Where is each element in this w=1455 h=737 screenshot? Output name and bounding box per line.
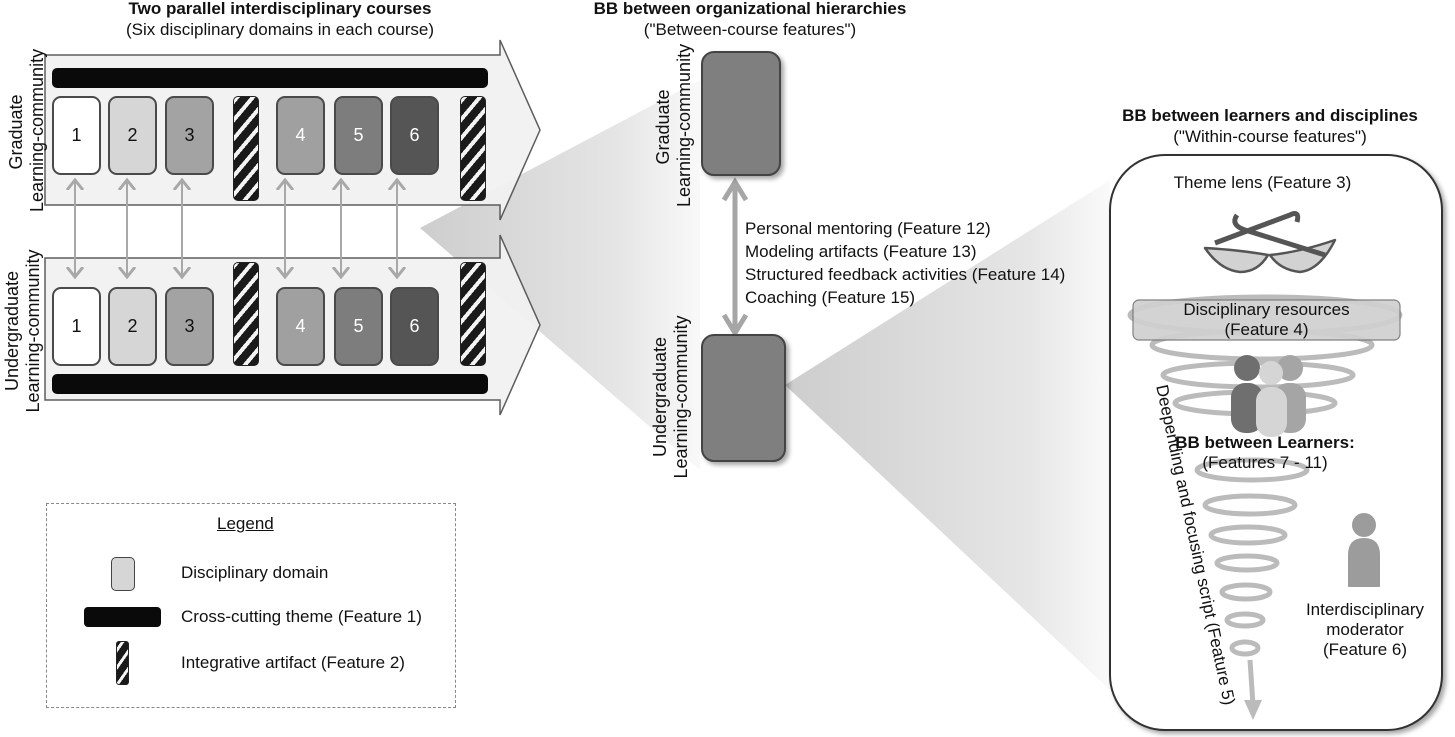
domain-box: 1: [52, 96, 101, 175]
domain-box: 3: [165, 287, 214, 366]
middle-panel-subtitle: ("Between-course features"): [643, 20, 857, 39]
undergraduate-community-box: [701, 334, 786, 462]
domain-box: 1: [52, 287, 101, 366]
left-panel-title: Two parallel interdisciplinary courses: [128, 0, 432, 18]
legend-label: Integrative artifact (Feature 2): [181, 653, 405, 672]
domain-box: 2: [108, 287, 157, 366]
domain-box: 2: [108, 96, 157, 175]
left-panel-subtitle: (Six disciplinary domains in each course…: [125, 20, 435, 39]
domain-box: 5: [334, 96, 383, 175]
right-panel-title: BB between learners and disciplines: [1122, 106, 1418, 125]
right-panel-subtitle: ("Within-course features"): [1173, 127, 1367, 146]
zoom-cone-left: [420, 80, 700, 470]
integrative-artifact-swatch: [116, 641, 129, 685]
legend-label: Disciplinary domain: [181, 563, 329, 582]
cross-cutting-theme-swatch: [84, 607, 161, 627]
undergraduate-label-left: Undergraduate Learning-community: [2, 249, 43, 413]
graduate-label-middle: Graduate Learning-community: [653, 43, 694, 207]
feature-item: Modeling artifacts (Feature 13): [745, 242, 977, 261]
graduate-community-box: [701, 51, 781, 176]
feature-item: Coaching (Feature 15): [745, 288, 916, 307]
domain-box: 6: [390, 96, 439, 175]
legend: Legend Disciplinary domain Cross-cutting…: [46, 503, 456, 708]
between-course-arrow: [721, 177, 749, 338]
domain-box: 4: [276, 96, 325, 175]
domain-box: 4: [276, 287, 325, 366]
legend-label: Cross-cutting theme (Feature 1): [181, 607, 422, 626]
domain-box: 3: [165, 96, 214, 175]
disciplinary-resources-label: Disciplinary resources (Feature 4): [1183, 300, 1350, 339]
feature-item: Structured feedback activities (Feature …: [745, 265, 1066, 284]
cross-cutting-theme-bar-graduate: [52, 68, 488, 88]
glasses-icon: [1203, 211, 1337, 274]
disciplinary-domain-swatch: [111, 557, 135, 591]
legend-title: Legend: [217, 514, 274, 533]
integrative-artifact: [233, 262, 259, 366]
graduate-label-left: Graduate Learning-community: [6, 48, 47, 212]
moderator-label: Interdisciplinary moderator (Feature 6): [1305, 600, 1425, 659]
middle-panel-title: BB between organizational hierarchies: [593, 0, 907, 18]
undergraduate-label-middle: Undergraduate Learning-community: [650, 315, 691, 479]
theme-lens-label: Theme lens (Feature 3): [1173, 173, 1352, 192]
integrative-artifact: [460, 96, 486, 201]
zoom-cone-right: [785, 180, 1110, 690]
learners-label: BB between Learners: (Features 7 - 11): [1175, 433, 1355, 472]
cross-cutting-theme-bar-undergraduate: [52, 374, 488, 394]
domain-box: 5: [334, 287, 383, 366]
domain-box: 6: [390, 287, 439, 366]
integrative-artifact: [233, 96, 259, 201]
disciplinary-resources-box: [1132, 299, 1401, 341]
moderator-icon: [1348, 513, 1380, 587]
integrative-artifact: [460, 262, 486, 366]
domain-link-arrows: [75, 180, 397, 277]
feature-item: Personal mentoring (Feature 12): [745, 219, 991, 238]
learners-group-icon: [1231, 355, 1306, 437]
